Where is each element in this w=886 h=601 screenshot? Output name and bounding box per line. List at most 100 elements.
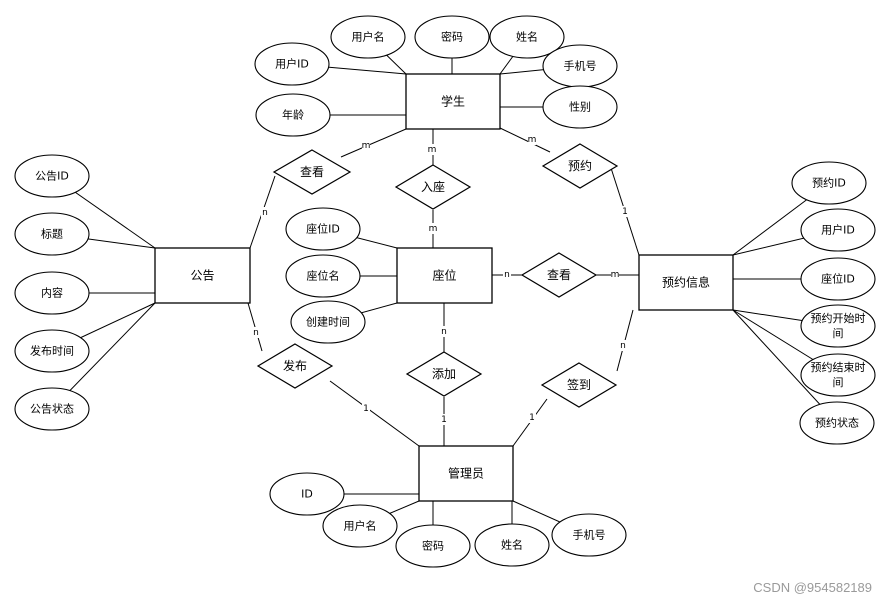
attribute-ellipse-s_age (255, 93, 331, 137)
attribute-label-r_end: 预约结束时 (811, 361, 866, 374)
relationship-label-enter_seat: 入座 (421, 179, 445, 194)
cardinality-bg (503, 269, 511, 280)
attribute-label-s_username: 用户名 (352, 30, 385, 44)
attribute-label-s_phone: 手机号 (564, 59, 597, 73)
attribute-ellipse-a_id (269, 472, 345, 516)
attribute-ellipse-n_status (14, 387, 90, 431)
cardinality-bg (621, 206, 629, 217)
entity-label-notice: 公告 (190, 269, 214, 283)
cardinality-label: m (429, 224, 438, 234)
attribute-ellipse-a_phone (551, 513, 627, 557)
entity-box-student (405, 73, 501, 130)
entity-box-notice (154, 247, 251, 304)
attribute-label-n_time: 发布时间 (30, 344, 74, 358)
attribute-ellipse-r_start (800, 304, 876, 348)
cardinality-bg (362, 403, 370, 414)
cardinality-bg (528, 412, 536, 423)
cardinality-label: n (253, 328, 259, 338)
attribute-label-a_name: 姓名 (501, 538, 523, 552)
cardinality-label: 1 (622, 207, 628, 217)
cardinality-bg (528, 134, 536, 145)
attribute-label-s_age: 年龄 (282, 108, 304, 122)
relationship-label-add: 添加 (432, 367, 456, 381)
cardinality-bg (611, 269, 619, 280)
attribute-label-r_end: 间 (833, 376, 844, 389)
attribute-label-r_start: 间 (833, 327, 844, 340)
cardinality-label: n (262, 208, 268, 218)
cardinality-bg (252, 327, 260, 338)
relationship-label-reserve: 预约 (568, 158, 592, 173)
watermark: CSDN @954582189 (753, 580, 872, 595)
attribute-ellipse-r_id (791, 161, 867, 205)
attribute-ellipse-s_name (489, 15, 565, 59)
attribute-label-seat_id: 座位ID (306, 222, 340, 236)
entity-box-seat (396, 247, 493, 304)
entity-label-reservation: 预约信息 (662, 275, 710, 290)
relationship-label-checkin: 签到 (567, 377, 591, 392)
cardinality-bg (428, 144, 436, 155)
entity-label-seat: 座位 (432, 268, 456, 283)
relationship-diamond-publish (256, 343, 334, 389)
entity-label-admin: 管理员 (448, 466, 484, 481)
relationship-diamond-enter_seat (394, 164, 472, 210)
entity-label-student: 学生 (441, 94, 465, 109)
attribute-label-r_id: 预约ID (812, 177, 846, 190)
cardinality-label: 1 (441, 415, 447, 425)
attribute-ellipse-seat_id (285, 207, 361, 251)
cardinality-label: n (441, 327, 447, 337)
attribute-ellipse-r_seatid (800, 257, 876, 301)
cardinality-bg (619, 340, 627, 351)
attribute-ellipse-a_name (474, 523, 550, 567)
attribute-label-n_content: 内容 (41, 286, 63, 300)
cardinality-label: m (528, 135, 537, 145)
attribute-ellipse-r_end (800, 353, 876, 397)
relationship-diamond-checkin (540, 362, 618, 408)
entity-box-reservation (638, 254, 734, 311)
attribute-ellipse-seat_created (290, 300, 366, 344)
cardinality-label: m (428, 145, 437, 155)
relationship-link (329, 380, 420, 447)
attribute-label-a_username: 用户名 (344, 519, 377, 533)
attribute-label-s_password: 密码 (441, 30, 463, 44)
attribute-label-seat_created: 创建时间 (306, 315, 350, 329)
attribute-label-r_status: 预约状态 (815, 416, 859, 430)
attribute-ellipse-n_id (14, 154, 90, 198)
attribute-ellipse-n_content (14, 271, 90, 315)
attribute-ellipse-s_gender (542, 85, 618, 129)
relationship-link (340, 128, 407, 158)
attribute-label-s_gender: 性别 (569, 100, 591, 114)
relationship-diamond-reserve (541, 143, 619, 189)
attribute-ellipse-n_title (14, 212, 90, 256)
cardinality-bg (440, 326, 448, 337)
attribute-label-s_userid: 用户ID (275, 57, 309, 71)
cardinality-label: 1 (529, 413, 535, 423)
attribute-label-s_name: 姓名 (516, 30, 538, 44)
attribute-ellipse-n_time (14, 329, 90, 373)
attribute-ellipse-s_username (330, 15, 406, 59)
attribute-label-n_status: 公告状态 (30, 402, 74, 416)
attribute-label-r_seatid: 座位ID (821, 272, 855, 286)
attribute-label-n_id: 公告ID (35, 170, 69, 183)
attribute-label-a_phone: 手机号 (573, 528, 606, 542)
cardinality-bg (429, 223, 437, 234)
relationship-diamond-view_seat (520, 252, 598, 298)
attribute-label-a_id: ID (301, 488, 313, 501)
cardinality-label: n (620, 341, 626, 351)
relationship-label-view_notice: 查看 (300, 165, 324, 179)
cardinality-label: n (504, 270, 510, 280)
attribute-ellipse-s_password (414, 15, 490, 59)
cardinality-bg (440, 414, 448, 425)
entity-box-admin (418, 445, 514, 502)
attribute-label-r_userid: 用户ID (821, 223, 855, 237)
relationship-diamond-add (405, 351, 483, 397)
relationship-label-publish: 发布 (283, 358, 307, 373)
cardinality-bg (261, 207, 269, 218)
cardinality-label: 1 (363, 404, 369, 414)
relationship-label-view_seat: 查看 (547, 268, 571, 282)
relationship-link (499, 127, 551, 153)
relationship-diamond-view_notice (272, 149, 352, 195)
attribute-label-a_password: 密码 (422, 539, 444, 553)
